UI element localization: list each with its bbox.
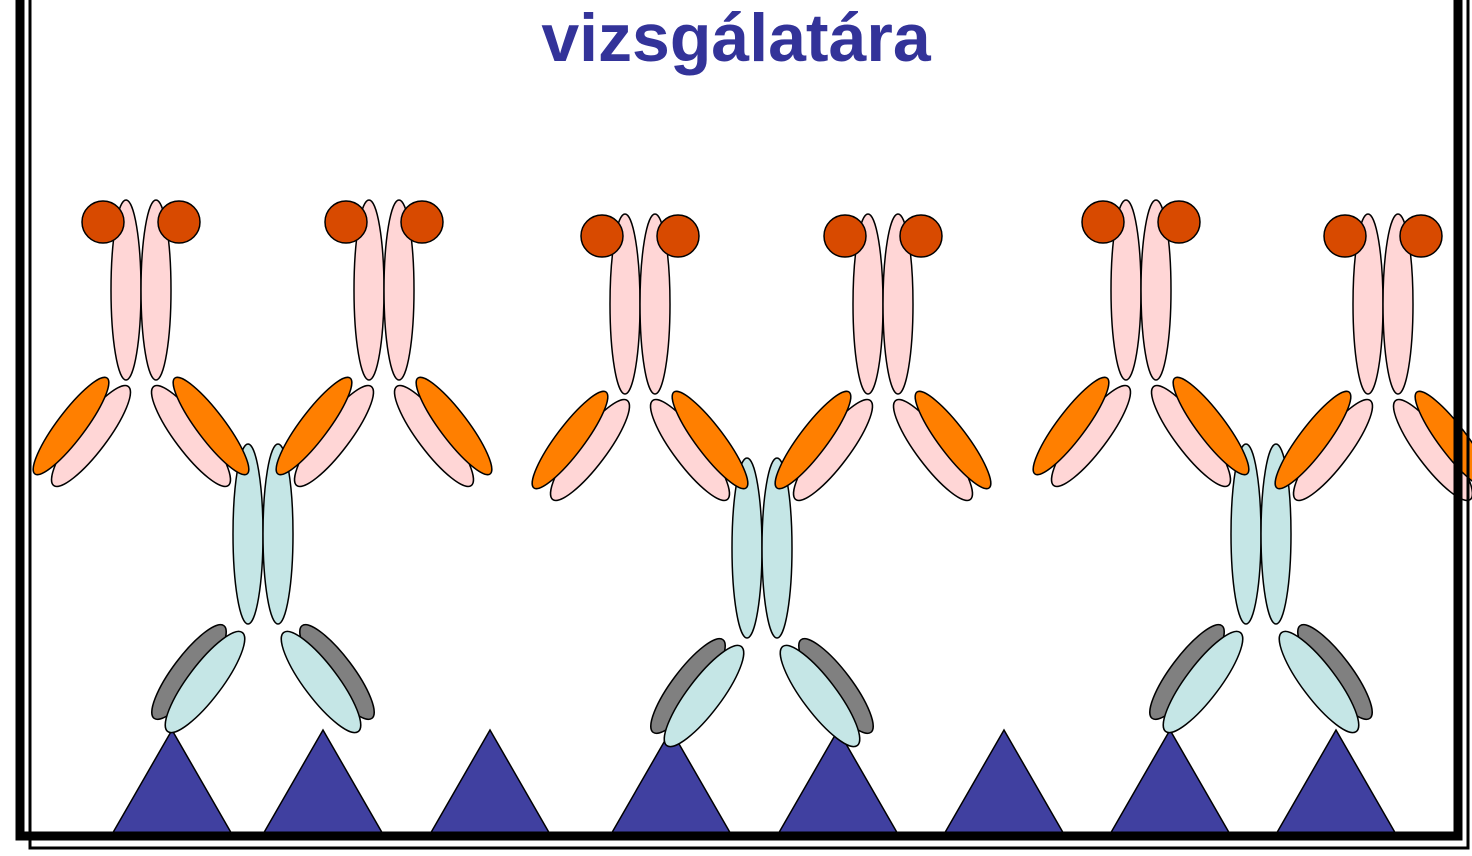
label-circle [900,215,942,257]
antigen-layer [111,730,1397,836]
secondary-antibody [1266,214,1472,509]
label-circle [158,201,200,243]
well-frame [20,0,1468,848]
secondary-antibody [267,200,502,495]
antigen-triangle [429,730,551,836]
antigen-triangle [777,730,899,836]
label-circle [401,201,443,243]
secondary-antibody [523,214,758,509]
secondary-antibody [766,214,1001,509]
primary-antibody [1139,444,1382,742]
label-circle [1158,201,1200,243]
secondary-antibody [1024,200,1259,495]
antigen-triangle [111,730,233,836]
label-circle [1400,215,1442,257]
antigen-triangle [1109,730,1231,836]
label-circle [657,215,699,257]
label-circle [1082,201,1124,243]
antigen-triangle [943,730,1065,836]
secondary-antibody [24,200,259,495]
primary-antibody-layer [141,444,1382,756]
primary-antibody [640,458,883,756]
well-shadow [30,0,1468,848]
label-circle [1324,215,1366,257]
label-circle [82,201,124,243]
primary-antibody [141,444,384,742]
antigen-triangle [1275,730,1397,836]
label-circle [824,215,866,257]
well-outline [20,0,1458,836]
label-circle [581,215,623,257]
label-circle [325,201,367,243]
antigen-triangle [262,730,384,836]
